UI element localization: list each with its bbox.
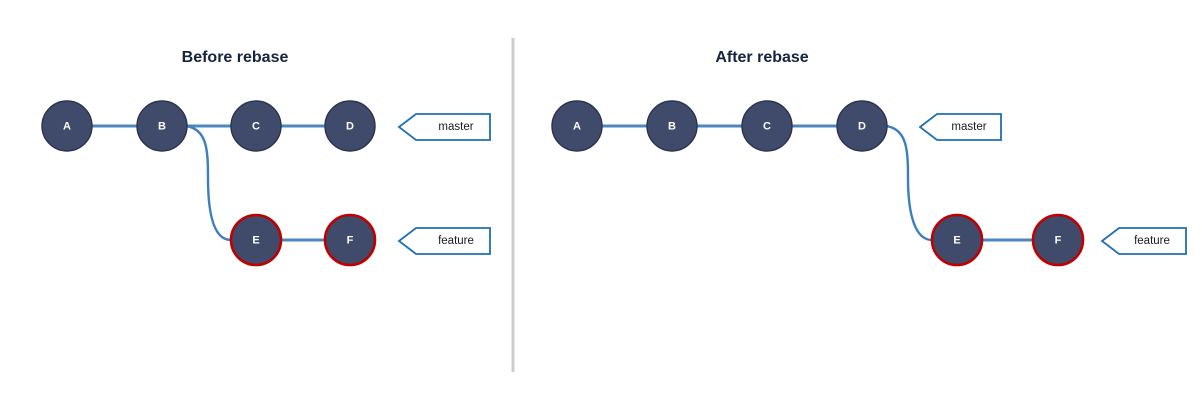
- branch-pointer-after-feature[interactable]: feature: [1100, 227, 1187, 255]
- commit-node-before-A[interactable]: A: [41, 100, 93, 152]
- commit-node-before-F[interactable]: F: [323, 213, 377, 267]
- commit-label-D: D: [346, 121, 354, 133]
- commit-circle-E[interactable]: [930, 213, 984, 267]
- commit-circle-A[interactable]: [41, 100, 93, 152]
- commit-circle-F[interactable]: [1031, 213, 1085, 267]
- commit-label-A: A: [573, 121, 581, 133]
- commit-label-C: C: [252, 121, 260, 133]
- commit-circle-D[interactable]: [836, 100, 888, 152]
- panel-title-before: Before rebase: [182, 49, 289, 66]
- commit-node-before-B[interactable]: B: [136, 100, 188, 152]
- commit-node-after-A[interactable]: A: [551, 100, 603, 152]
- panel-title-after: After rebase: [715, 49, 808, 66]
- commit-label-A: A: [63, 121, 71, 133]
- commit-label-C: C: [763, 121, 771, 133]
- branch-pointer-after-master[interactable]: master: [918, 113, 1002, 141]
- commit-circle-B[interactable]: [646, 100, 698, 152]
- commit-circle-F[interactable]: [323, 213, 377, 267]
- branch-curve-b-to-e: [184, 124, 233, 242]
- branch-pointer-label-master: master: [438, 121, 473, 133]
- commit-circle-E[interactable]: [229, 213, 283, 267]
- commit-node-after-B[interactable]: B: [646, 100, 698, 152]
- commit-circle-C[interactable]: [741, 100, 793, 152]
- commit-node-after-D[interactable]: D: [836, 100, 888, 152]
- commit-label-E: E: [252, 235, 259, 247]
- branch-pointer-shape-feature[interactable]: [1100, 227, 1187, 255]
- commit-node-before-E[interactable]: E: [229, 213, 283, 267]
- commit-label-B: B: [158, 121, 166, 133]
- branch-pointer-shape-master[interactable]: [397, 113, 491, 141]
- commit-circle-A[interactable]: [551, 100, 603, 152]
- commit-label-F: F: [1055, 235, 1062, 247]
- branch-pointer-before-feature[interactable]: feature: [397, 227, 491, 255]
- commit-label-B: B: [668, 121, 676, 133]
- commit-node-before-C[interactable]: C: [230, 100, 282, 152]
- commit-circle-B[interactable]: [136, 100, 188, 152]
- branch-pointer-before-master[interactable]: master: [397, 113, 491, 141]
- branch-pointer-label-master: master: [951, 121, 986, 133]
- commit-node-after-E[interactable]: E: [930, 213, 984, 267]
- commit-node-before-D[interactable]: D: [324, 100, 376, 152]
- commit-circle-D[interactable]: [324, 100, 376, 152]
- commit-circle-C[interactable]: [230, 100, 282, 152]
- commit-node-after-F[interactable]: F: [1031, 213, 1085, 267]
- branch-pointer-shape-feature[interactable]: [397, 227, 491, 255]
- commit-label-D: D: [858, 121, 866, 133]
- branch-curve-d-to-e: [884, 124, 934, 242]
- branch-pointer-shape-master[interactable]: [918, 113, 1002, 141]
- branch-pointer-label-feature: feature: [438, 235, 474, 247]
- commit-label-E: E: [953, 235, 960, 247]
- commit-label-F: F: [347, 235, 354, 247]
- branch-pointer-label-feature: feature: [1134, 235, 1170, 247]
- commit-node-after-C[interactable]: C: [741, 100, 793, 152]
